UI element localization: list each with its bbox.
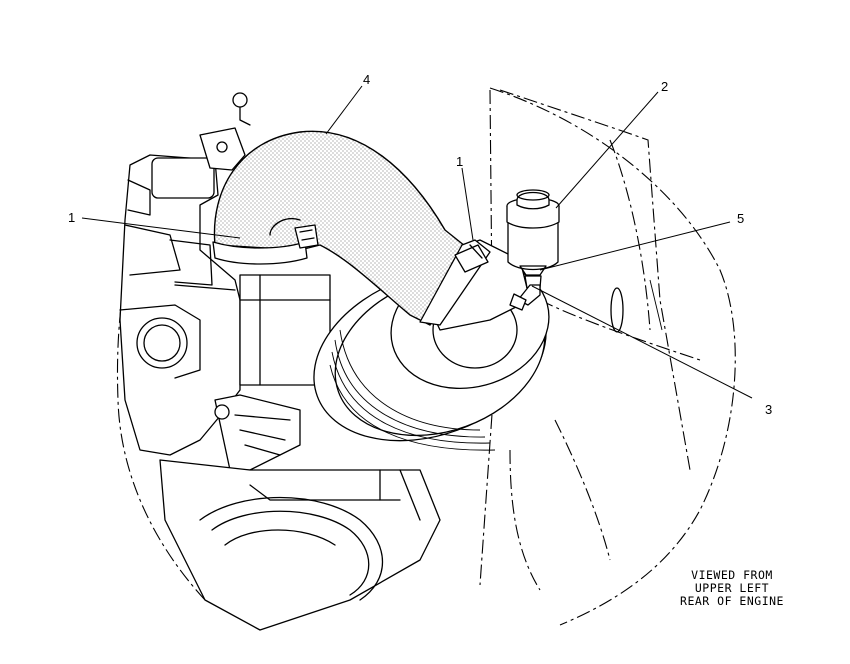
view-caption: VIEWED FROM UPPER LEFT REAR OF ENGINE (662, 569, 802, 608)
leader-lines (81, 85, 753, 399)
callout-3: 3 (765, 402, 772, 417)
flywheel-housing (159, 459, 441, 631)
filter-canister (506, 189, 560, 289)
callout-labels: 1 1 2 3 4 5 (68, 72, 772, 417)
view-caption-line-1: VIEWED FROM (691, 568, 773, 582)
view-boundary (116, 87, 736, 626)
hose-clamp-right (419, 239, 491, 326)
air-inlet-hose (213, 130, 471, 326)
callout-1-right: 1 (456, 154, 463, 169)
engine-block-left (119, 154, 331, 471)
callout-2: 2 (661, 79, 668, 94)
view-caption-line-3: REAR OF ENGINE (680, 594, 784, 608)
callout-4: 4 (363, 72, 370, 87)
callout-1-left: 1 (68, 210, 75, 225)
elbow-fitting (509, 284, 541, 311)
hose-clamp-left (212, 224, 319, 265)
support-bracket (199, 92, 251, 171)
turbocharger-housing (313, 239, 550, 451)
view-caption-line-2: UPPER LEFT (694, 581, 770, 595)
callout-5: 5 (737, 211, 744, 226)
